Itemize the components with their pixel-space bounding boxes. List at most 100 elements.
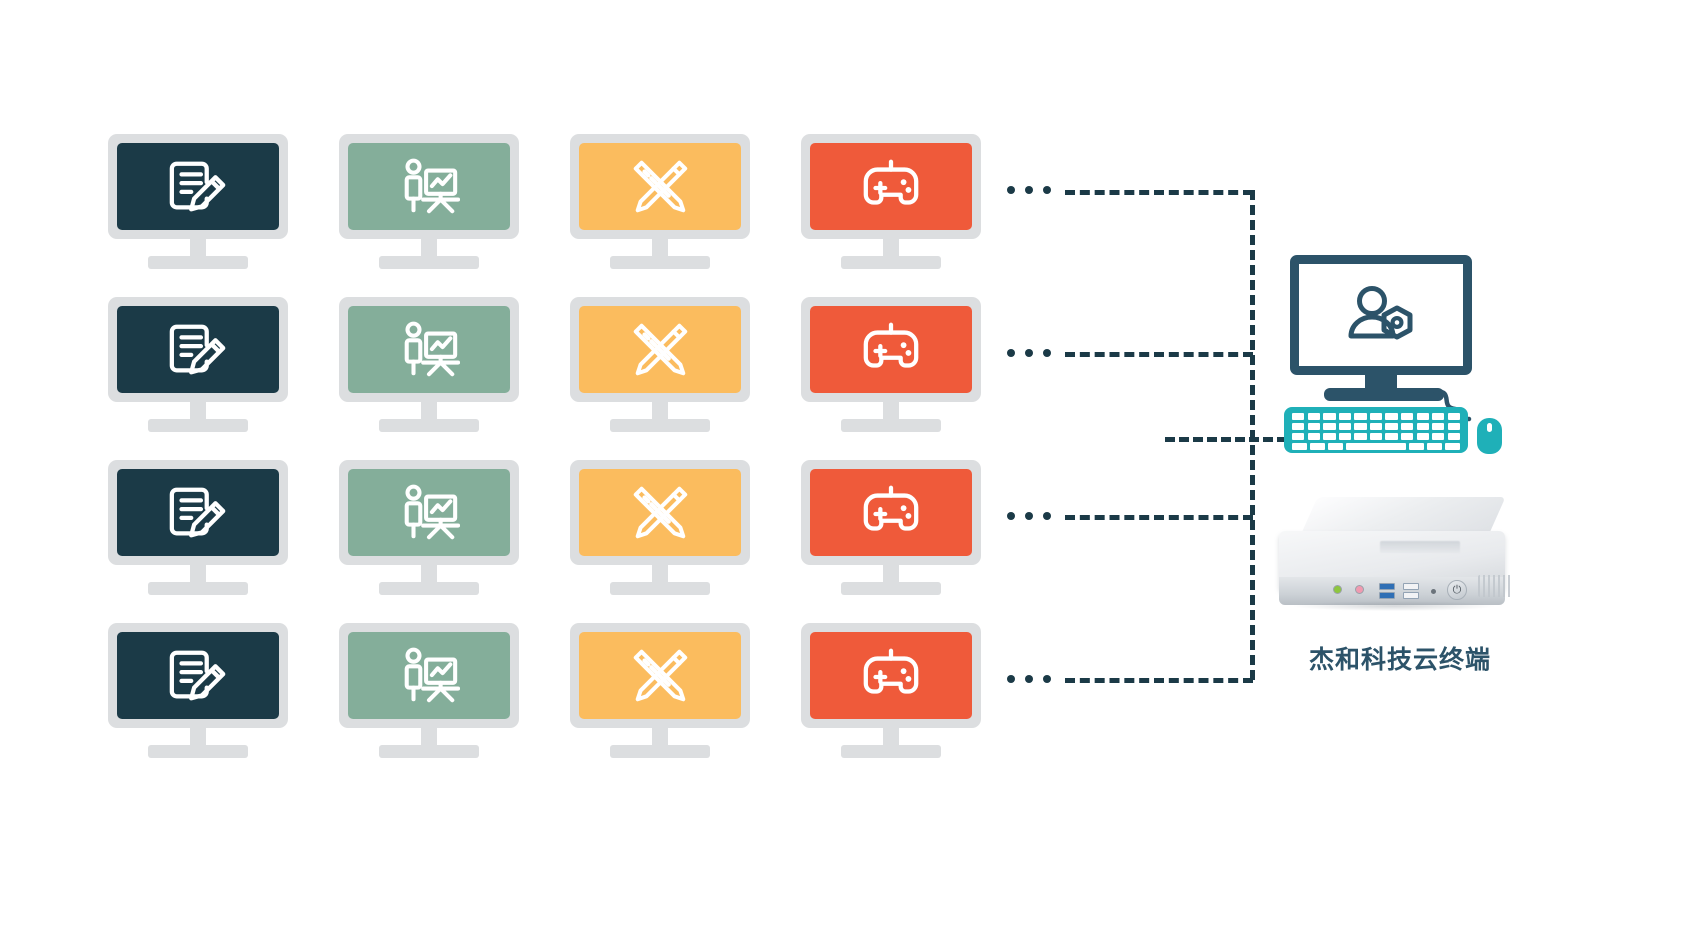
presentation-easel-icon [404, 321, 460, 376]
row-ellipsis [1007, 675, 1051, 683]
client-monitor-document[interactable] [108, 623, 288, 758]
gamepad-icon [863, 322, 919, 368]
presentation-easel-icon [404, 647, 460, 702]
mini-pc-shadow [1294, 601, 1494, 611]
reset-pinhole[interactable] [1431, 589, 1436, 594]
user-gear-icon [1348, 286, 1413, 340]
monitor-base [379, 419, 479, 432]
client-monitor-document[interactable] [108, 297, 288, 432]
monitor-base [841, 256, 941, 269]
client-monitor-presentation[interactable] [339, 460, 519, 595]
server-keyboard[interactable] [1284, 407, 1468, 453]
monitor-screen [579, 306, 741, 393]
client-monitor-document[interactable] [108, 134, 288, 269]
row-ellipsis [1007, 512, 1051, 520]
monitor-base [379, 256, 479, 269]
monitor-base [610, 582, 710, 595]
usb-2-port[interactable] [1403, 583, 1419, 590]
cloud-terminal-workstation[interactable] [1283, 255, 1513, 465]
monitor-base [148, 745, 248, 758]
monitor-base [841, 582, 941, 595]
client-monitor-design[interactable] [570, 623, 750, 758]
monitor-bezel [801, 297, 981, 402]
pencil-ruler-icon [633, 486, 688, 538]
wire-branch-row-2 [1065, 352, 1253, 357]
monitor-screen [348, 143, 510, 230]
microphone-jack[interactable] [1355, 585, 1364, 594]
monitor-screen [117, 632, 279, 719]
monitor-base [148, 419, 248, 432]
mini-pc-logo [1380, 541, 1460, 553]
usb-3-port[interactable] [1379, 583, 1395, 590]
server-mouse[interactable] [1477, 418, 1502, 454]
pencil-ruler-icon [633, 323, 688, 375]
gamepad-icon [863, 485, 919, 531]
mini-pc-device[interactable]: ⏻ [1272, 497, 1522, 622]
client-monitor-presentation[interactable] [339, 297, 519, 432]
cloud-terminal-label: 杰和科技云终端 [1308, 646, 1491, 674]
monitor-base [148, 256, 248, 269]
document-edit-icon [169, 324, 226, 374]
monitor-screen [810, 469, 972, 556]
monitor-neck [652, 727, 668, 749]
keyboard-row [1292, 443, 1461, 450]
client-monitor-document[interactable] [108, 460, 288, 595]
monitor-bezel [570, 134, 750, 239]
monitor-bezel [108, 623, 288, 728]
monitor-bezel [570, 297, 750, 402]
server-monitor-bezel [1290, 255, 1472, 375]
monitor-screen [579, 632, 741, 719]
client-monitor-gaming[interactable] [801, 297, 981, 432]
monitor-screen [117, 469, 279, 556]
client-monitor-presentation[interactable] [339, 134, 519, 269]
client-monitor-presentation[interactable] [339, 623, 519, 758]
monitor-neck [421, 238, 437, 260]
monitor-neck [421, 564, 437, 586]
client-monitor-gaming[interactable] [801, 460, 981, 595]
client-monitor-gaming[interactable] [801, 134, 981, 269]
monitor-bezel [339, 623, 519, 728]
wire-branch-row-4 [1065, 678, 1253, 683]
monitor-bezel [108, 297, 288, 402]
monitor-base [610, 419, 710, 432]
monitor-base [379, 582, 479, 595]
client-monitor-design[interactable] [570, 134, 750, 269]
monitor-bezel [801, 460, 981, 565]
keyboard-row [1292, 413, 1460, 420]
document-edit-icon [169, 487, 226, 537]
client-monitor-gaming[interactable] [801, 623, 981, 758]
document-edit-icon [169, 161, 226, 211]
monitor-neck [652, 238, 668, 260]
client-monitor-design[interactable] [570, 297, 750, 432]
monitor-screen [579, 469, 741, 556]
monitor-base [610, 745, 710, 758]
keyboard-row [1292, 423, 1460, 430]
monitor-neck [190, 238, 206, 260]
gamepad-icon [863, 648, 919, 694]
client-monitor-design[interactable] [570, 460, 750, 595]
usb-2-port[interactable] [1403, 592, 1419, 599]
monitor-neck [190, 727, 206, 749]
monitor-bezel [339, 297, 519, 402]
monitor-base [841, 745, 941, 758]
monitor-base [610, 256, 710, 269]
monitor-bezel [108, 460, 288, 565]
monitor-screen [348, 632, 510, 719]
power-button[interactable]: ⏻ [1447, 580, 1467, 600]
wire-branch-row-3 [1065, 515, 1253, 520]
audio-out-jack[interactable] [1333, 585, 1342, 594]
monitor-bezel [801, 134, 981, 239]
keyboard-row [1292, 433, 1460, 440]
monitor-screen [348, 469, 510, 556]
usb-3-port[interactable] [1379, 592, 1395, 599]
monitor-screen [810, 306, 972, 393]
row-ellipsis [1007, 186, 1051, 194]
document-edit-icon [169, 650, 226, 700]
monitor-neck [190, 564, 206, 586]
monitor-neck [883, 564, 899, 586]
server-monitor-neck [1365, 375, 1397, 391]
monitor-neck [421, 401, 437, 423]
monitor-screen [810, 632, 972, 719]
monitor-neck [652, 401, 668, 423]
